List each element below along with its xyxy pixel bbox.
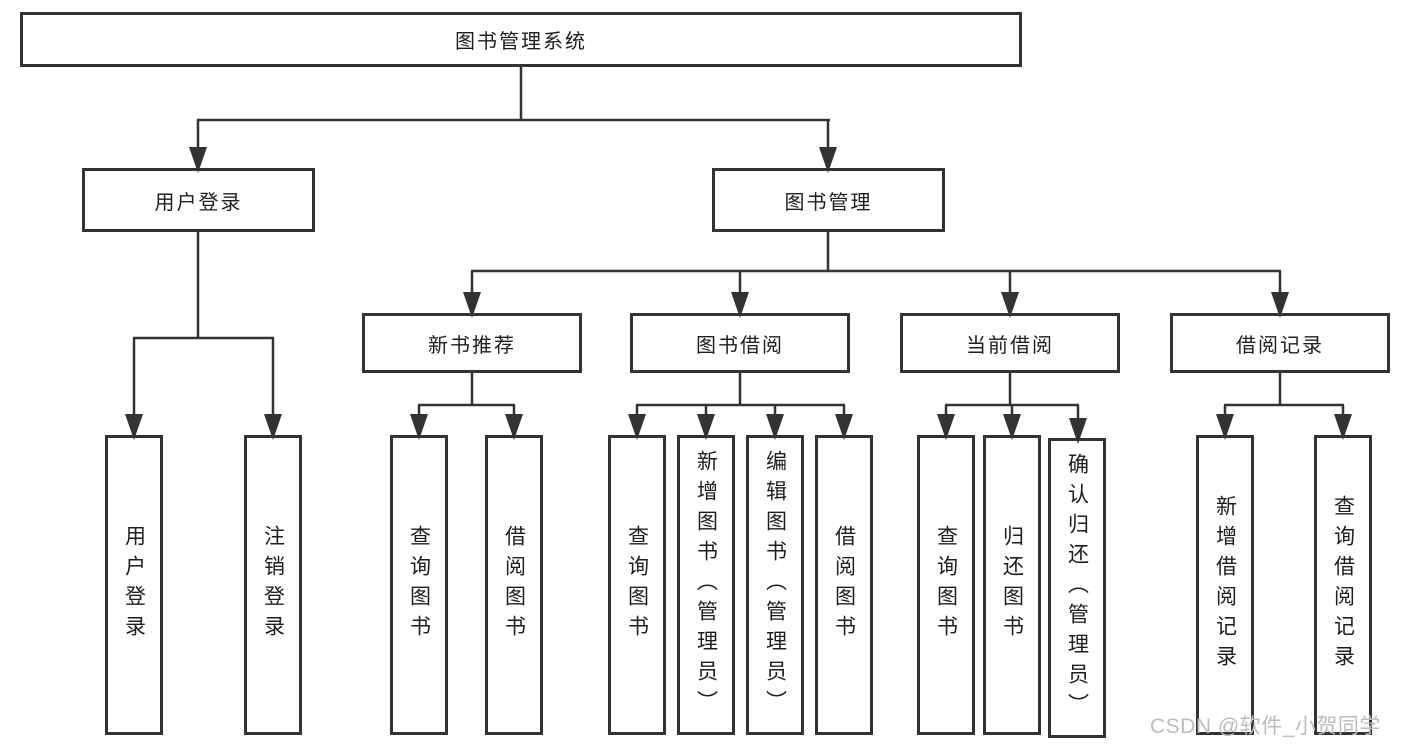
node-book-management-label: 图书管理 — [784, 191, 873, 214]
leaf-confirm-return-admin-label: 确认归还（管理员） — [1065, 453, 1089, 723]
leaf-query-borrow-record-label: 查询借阅记录 — [1331, 495, 1355, 675]
node-book-management: 图书管理 — [712, 168, 945, 232]
leaf-edit-books-admin-label: 编辑图书（管理员） — [763, 450, 787, 720]
leaf-user-login: 用户登录 — [105, 435, 163, 735]
node-new-book-recommendation: 新书推荐 — [362, 313, 582, 373]
leaf-borrow-books-recommend: 借阅图书 — [485, 435, 543, 735]
leaf-query-books-current: 查询图书 — [917, 435, 975, 735]
leaf-return-books-label: 归还图书 — [1000, 525, 1024, 645]
node-current-borrowing-label: 当前借阅 — [966, 334, 1054, 357]
node-user-login: 用户登录 — [82, 168, 315, 232]
node-root-label: 图书管理系统 — [455, 31, 587, 53]
leaf-add-borrow-record: 新增借阅记录 — [1196, 435, 1254, 735]
leaf-query-books-current-label: 查询图书 — [934, 525, 958, 645]
leaf-confirm-return-admin: 确认归还（管理员） — [1048, 438, 1106, 738]
leaf-logout-label: 注销登录 — [261, 525, 285, 645]
leaf-add-books-admin-label: 新增图书（管理员） — [694, 450, 718, 720]
leaf-user-login-label: 用户登录 — [122, 525, 146, 645]
node-current-borrowing: 当前借阅 — [900, 313, 1120, 373]
node-new-book-recommendation-label: 新书推荐 — [428, 334, 516, 357]
leaf-query-books-borrowing: 查询图书 — [608, 435, 666, 735]
leaf-add-books-admin: 新增图书（管理员） — [677, 435, 735, 735]
leaf-add-borrow-record-label: 新增借阅记录 — [1213, 495, 1237, 675]
node-borrowing-records: 借阅记录 — [1170, 313, 1390, 373]
leaf-return-books: 归还图书 — [983, 435, 1041, 735]
csdn-watermark: CSDN @软件_小贺同学 — [1150, 715, 1381, 738]
leaf-query-books-recommend: 查询图书 — [390, 435, 448, 735]
leaf-query-books-recommend-label: 查询图书 — [407, 525, 431, 645]
node-book-borrowing-label: 图书借阅 — [696, 334, 784, 357]
leaf-borrow-books-label: 借阅图书 — [832, 525, 856, 645]
leaf-logout: 注销登录 — [244, 435, 302, 735]
leaf-borrow-books-recommend-label: 借阅图书 — [502, 525, 526, 645]
leaf-query-borrow-record: 查询借阅记录 — [1314, 435, 1372, 735]
leaf-borrow-books: 借阅图书 — [815, 435, 873, 735]
leaf-query-books-borrowing-label: 查询图书 — [625, 525, 649, 645]
leaf-edit-books-admin: 编辑图书（管理员） — [746, 435, 804, 735]
node-user-login-label: 用户登录 — [154, 191, 243, 214]
node-root: 图书管理系统 — [20, 12, 1022, 67]
node-book-borrowing: 图书借阅 — [630, 313, 850, 373]
node-borrowing-records-label: 借阅记录 — [1236, 334, 1324, 357]
